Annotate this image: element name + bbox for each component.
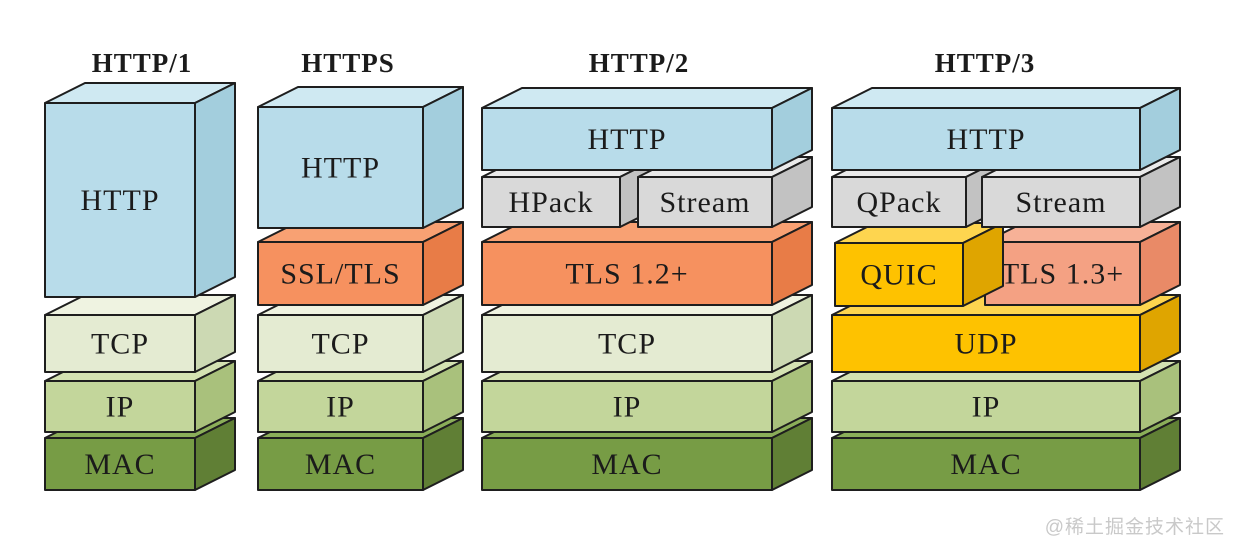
stack-column-http-2: MAC IP TCP TLS 1.2+ HPack Stream HTTP HTTP/2	[481, 48, 813, 491]
box-front-face-http-3-http	[831, 107, 1141, 171]
box-front-face-http-2-hpack	[481, 176, 621, 228]
layer-box-http-2-http: HTTP	[481, 87, 813, 171]
layer-label-http-1-http: HTTP	[81, 184, 160, 217]
layer-label-https-http: HTTP	[301, 152, 380, 185]
layer-label-http-3-ip: IP	[972, 391, 1001, 424]
box-side-face-http-1-http	[194, 82, 236, 298]
stack-column-http-1: MAC IP TCP HTTP HTTP/1	[44, 48, 236, 491]
box-front-face-http-2-http	[481, 107, 773, 171]
box-front-face-http-2-tcp	[481, 314, 773, 373]
layer-box-http-2-tcp: TCP	[481, 294, 813, 373]
box-top-face-http-2-http	[481, 87, 813, 109]
layer-label-http-1-mac: MAC	[84, 448, 155, 481]
column-title-https: HTTPS	[301, 48, 395, 78]
layer-label-http-3-qpack: QPack	[857, 186, 942, 219]
layer-box-http-2-tls-1-2: TLS 1.2+	[481, 221, 813, 306]
box-front-face-http-2-stream	[637, 176, 773, 228]
layer-label-https-ssl-tls: SSL/TLS	[280, 258, 400, 291]
layer-label-http-2-http: HTTP	[588, 123, 667, 156]
column-title-http-1: HTTP/1	[92, 48, 193, 78]
column-title-http-3: HTTP/3	[935, 48, 1036, 78]
layer-label-http-2-ip: IP	[613, 391, 642, 424]
box-front-face-https-tcp	[257, 314, 424, 373]
box-side-face-https-http	[422, 86, 464, 229]
layer-label-http-3-udp: UDP	[954, 328, 1017, 361]
stack-column-https: MAC IP TCP SSL/TLS HTTP HTTPS	[257, 48, 464, 491]
layer-box-http-3-http: HTTP	[831, 87, 1181, 171]
layer-label-https-tcp: TCP	[311, 328, 369, 361]
layer-label-http-2-tls-1-2: TLS 1.2+	[565, 258, 688, 291]
box-front-face-https-ssl-tls	[257, 241, 424, 306]
layer-label-http-3-mac: MAC	[950, 448, 1021, 481]
stack-column-http-3: MAC IP UDP TLS 1.3+ QUIC QPack Stream HTTP HTTP/…	[831, 48, 1181, 491]
layer-label-http-2-stream: Stream	[660, 186, 751, 219]
layer-label-http-1-tcp: TCP	[91, 328, 149, 361]
layer-box-http-3-quic: QUIC	[834, 222, 1004, 307]
box-front-face-http-2-mac	[481, 437, 773, 491]
box-front-face-http-2-tls-1-2	[481, 241, 773, 306]
box-front-face-http-3-mac	[831, 437, 1141, 491]
layer-label-http-2-hpack: HPack	[509, 186, 594, 219]
layer-label-http-3-quic: QUIC	[860, 259, 937, 292]
box-front-face-https-mac	[257, 437, 424, 491]
layer-box-http-3-tls-1-3: TLS 1.3+	[984, 221, 1181, 306]
layer-box-http-1-tcp: TCP	[44, 294, 236, 373]
box-front-face-http-3-quic	[834, 242, 964, 307]
layer-label-https-ip: IP	[326, 391, 355, 424]
layer-label-http-3-tls-1-3: TLS 1.3+	[1001, 258, 1124, 291]
layer-box-https-tcp: TCP	[257, 294, 464, 373]
layer-box-https-ssl-tls: SSL/TLS	[257, 221, 464, 306]
column-title-http-2: HTTP/2	[589, 48, 690, 78]
layer-label-http-2-mac: MAC	[591, 448, 662, 481]
box-front-face-http-1-ip	[44, 380, 196, 433]
box-front-face-http-1-http	[44, 102, 196, 298]
box-front-face-https-ip	[257, 380, 424, 433]
box-top-face-http-3-http	[831, 87, 1181, 109]
box-front-face-http-3-ip	[831, 380, 1141, 433]
box-front-face-http-1-mac	[44, 437, 196, 491]
layer-label-http-3-http: HTTP	[947, 123, 1026, 156]
box-front-face-http-3-qpack	[831, 176, 967, 228]
layer-label-http-2-tcp: TCP	[598, 328, 656, 361]
layer-box-http-1-http: HTTP	[44, 82, 236, 298]
box-front-face-http-1-tcp	[44, 314, 196, 373]
layer-label-https-mac: MAC	[305, 448, 376, 481]
layer-box-https-http: HTTP	[257, 86, 464, 229]
box-front-face-http-3-udp	[831, 314, 1141, 373]
layer-label-http-3-stream: Stream	[1016, 186, 1107, 219]
layer-label-http-1-ip: IP	[106, 391, 135, 424]
box-front-face-http-3-stream	[981, 176, 1141, 228]
box-front-face-https-http	[257, 106, 424, 229]
box-front-face-http-2-ip	[481, 380, 773, 433]
watermark: @稀土掘金技术社区	[1044, 517, 1225, 538]
